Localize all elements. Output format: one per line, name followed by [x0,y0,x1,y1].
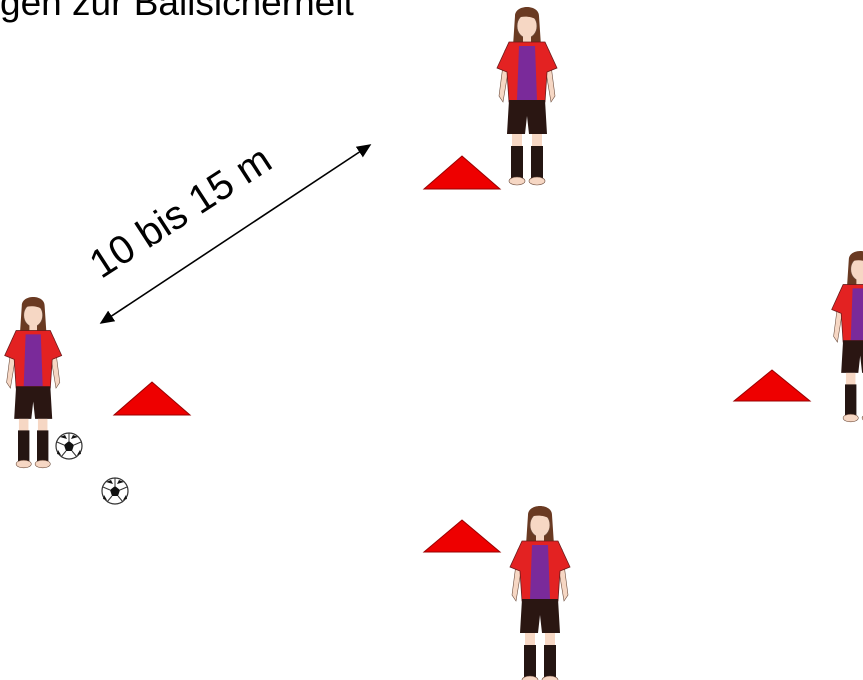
player-icon [509,505,571,680]
player-icon [831,250,863,423]
cone-icon [112,381,192,416]
cone-icon [732,369,812,402]
cone-icon [422,155,502,190]
player-icon [4,296,63,469]
diagram-title: gen zur Ballsicherheit [0,0,354,23]
double-arrow-icon [99,144,372,324]
player-icon [496,6,558,186]
soccer-ball-icon [101,477,129,505]
cone-icon [422,519,502,553]
soccer-ball-icon [55,432,83,460]
